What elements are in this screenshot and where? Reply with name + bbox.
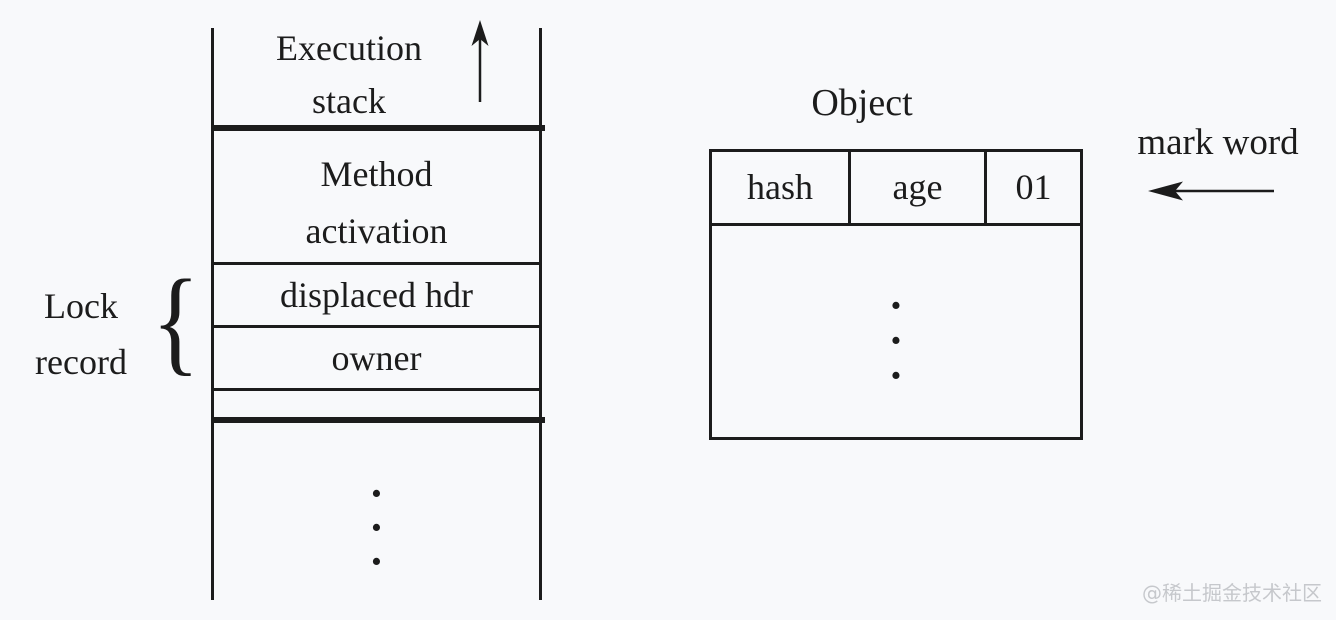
execution-stack-title: Execution stack [211, 22, 487, 128]
stack-divider-3 [214, 388, 542, 391]
lock-record-brace: { [151, 255, 200, 386]
ellipsis-dot: · [369, 503, 384, 552]
up-arrow-icon [471, 20, 489, 102]
execution-stack-title-line1: Execution [276, 28, 422, 68]
object-title: Object [811, 82, 913, 124]
stack-vertical-ellipsis: · · · [211, 469, 542, 586]
object-table: hash age 01 · · · [709, 149, 1083, 440]
ellipsis-dot: · [888, 281, 904, 330]
method-activation-frame: Method activation [211, 146, 542, 260]
object-body: · · · [712, 226, 1080, 440]
tag-bits-cell: 01 [1015, 167, 1052, 207]
mark-word-label: mark word [1137, 122, 1299, 163]
ellipsis-dot: · [888, 351, 904, 400]
left-arrow-icon [1148, 181, 1274, 201]
hash-cell: hash [712, 152, 851, 223]
method-activation-line1: Method [320, 154, 433, 194]
object-mark-word-row: hash age 01 [712, 152, 1080, 226]
stack-thick-divider-top [211, 125, 545, 131]
lock-record-label-line1: Lock [44, 286, 118, 326]
displaced-hdr-slot: displaced hdr [280, 275, 473, 315]
ellipsis-dot: · [369, 469, 384, 518]
object-vertical-ellipsis: · · · [712, 281, 1080, 400]
execution-stack-title-line2: stack [312, 81, 386, 121]
lock-record-label-line2: record [35, 342, 127, 382]
stack-thick-divider-bottom [211, 417, 545, 423]
stack-divider-2 [214, 325, 542, 328]
lock-record-label: Lock record [16, 278, 146, 390]
ellipsis-dot: · [888, 316, 904, 365]
watermark: @稀土掘金技术社区 [1142, 581, 1322, 605]
method-activation-line2: activation [305, 211, 448, 251]
age-cell: age [851, 152, 987, 223]
ellipsis-dot: · [369, 537, 384, 586]
stack-divider-1 [214, 262, 542, 265]
execution-stack-column [211, 28, 542, 600]
owner-slot: owner [331, 338, 422, 378]
